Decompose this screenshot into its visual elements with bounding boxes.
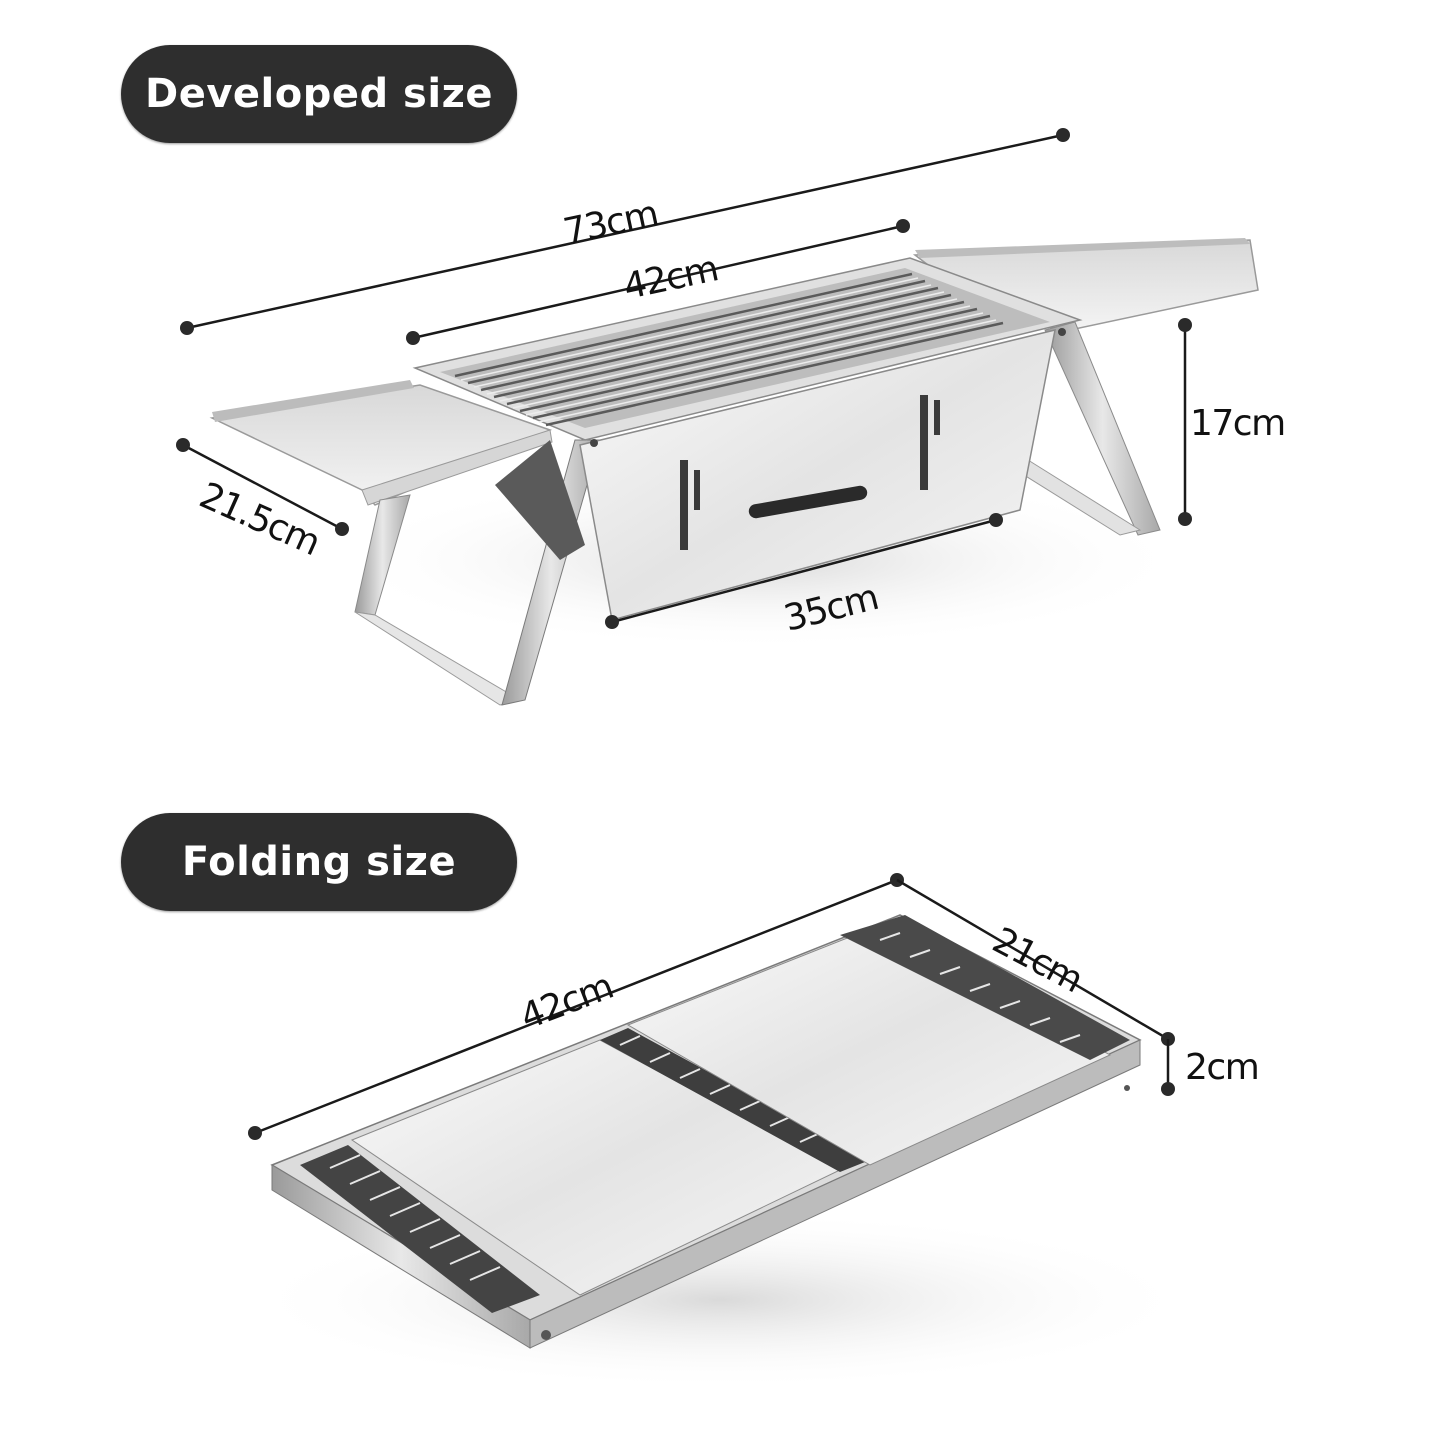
grill-grate	[454, 272, 1004, 427]
dim-label-height: 17cm	[1190, 403, 1286, 444]
developed-grill-illustration	[209, 238, 1259, 706]
folding-size-title: Folding size	[181, 839, 457, 885]
developed-size-header: Developed size	[121, 45, 517, 143]
developed-dimension-lines	[176, 128, 1192, 629]
folded-dimension-lines	[248, 873, 1175, 1140]
folded-grill-illustration	[240, 914, 1200, 1390]
dim-label-folded-thickness: 2cm	[1185, 1047, 1260, 1088]
folding-size-header: Folding size	[121, 813, 517, 911]
developed-size-title: Developed size	[145, 71, 493, 117]
